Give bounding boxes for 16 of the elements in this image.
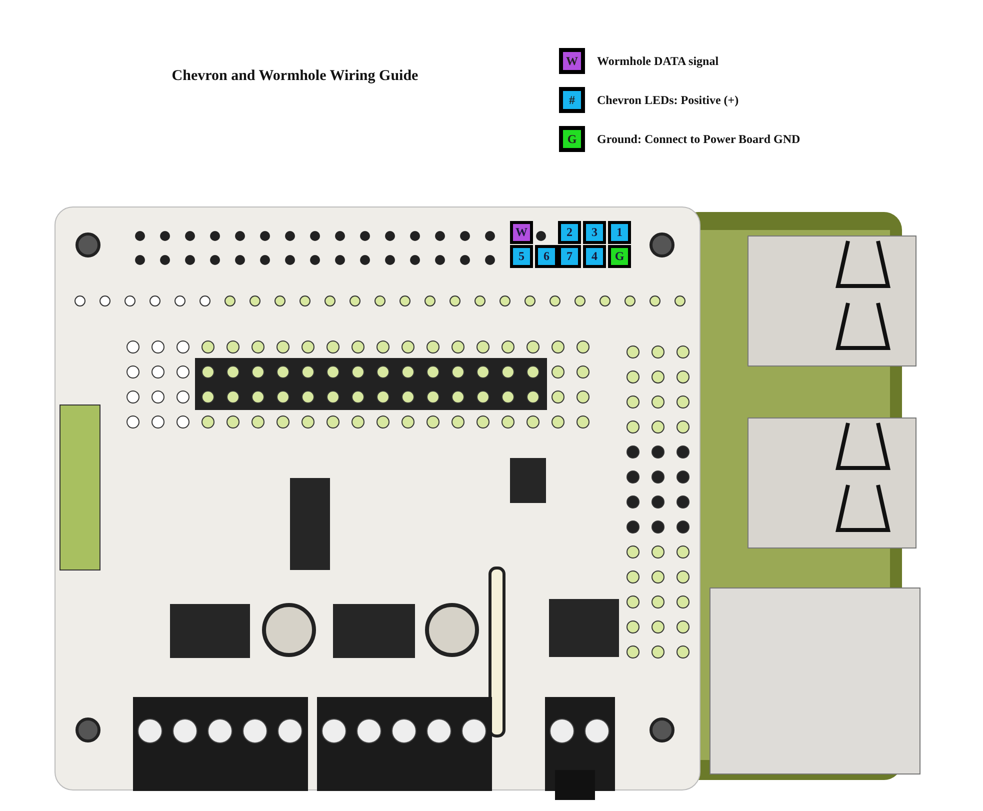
diagram-title: Chevron and Wormhole Wiring Guide [170, 68, 420, 85]
legend-text: Wormhole DATA signal [597, 54, 719, 69]
pin-label: W [510, 221, 533, 244]
legend-swatch: W [559, 48, 585, 74]
pin-label: 7 [558, 245, 581, 268]
pin-label: 2 [558, 221, 581, 244]
legend-swatch: # [559, 87, 585, 113]
pin-label: 4 [583, 245, 606, 268]
legend-text: Chevron LEDs: Positive (+) [597, 93, 739, 108]
legend-swatch: G [559, 126, 585, 152]
pin-label: 6 [535, 245, 558, 268]
pin-label: 3 [583, 221, 606, 244]
legend-text: Ground: Connect to Power Board GND [597, 132, 800, 147]
pin-label: 5 [510, 245, 533, 268]
pin-label: G [608, 245, 631, 268]
pin-label: 1 [608, 221, 631, 244]
